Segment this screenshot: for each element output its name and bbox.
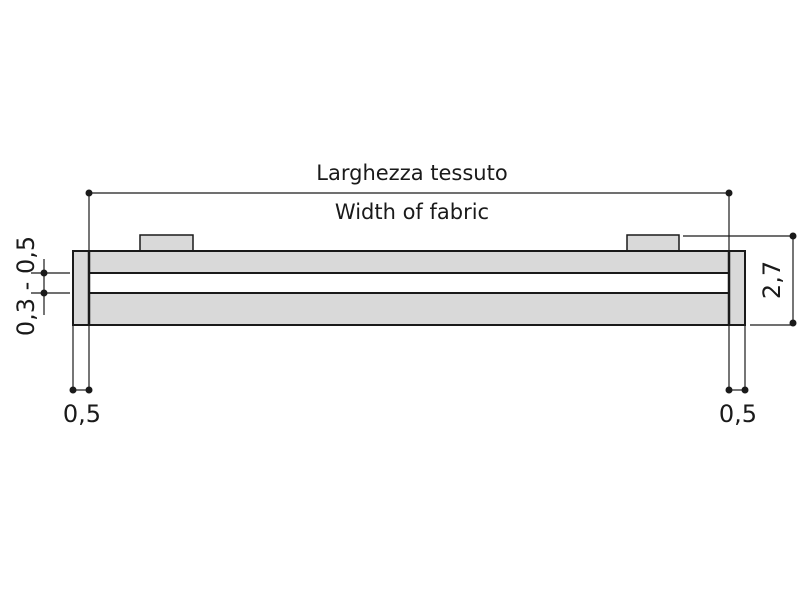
dimension-dots [40,189,797,394]
right-tab [626,234,680,252]
dimension-lines [31,192,794,391]
title-english: Width of fabric [335,200,489,224]
title-italian: Larghezza tessuto [316,161,507,185]
height-dimension-label: 2,7 [758,261,786,299]
profile-gap [88,272,730,294]
gap-dimension-label: 0,3 - 0,5 [12,236,40,336]
left-tab [139,234,194,252]
left-edge-dimension-label: 0,5 [63,400,101,428]
right-edge-dimension-label: 0,5 [719,400,757,428]
